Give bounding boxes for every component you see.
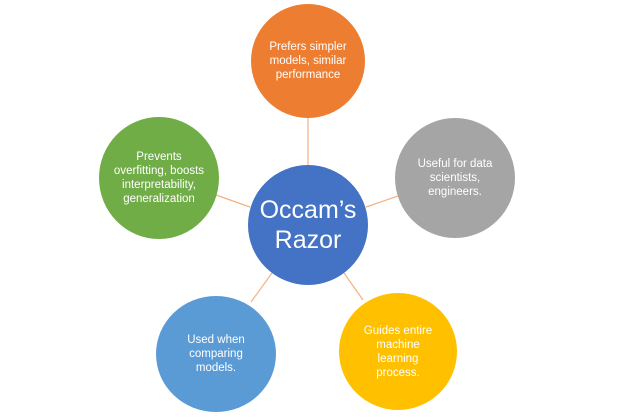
node-left: Prevents overfitting, boosts interpretab… — [99, 117, 219, 239]
node-left-label: Prevents overfitting, boosts interpretab… — [113, 151, 205, 205]
node-right: Useful for data scientists, engineers. — [395, 118, 515, 238]
center-label: Occam’s Razor — [260, 195, 357, 255]
connector-left — [215, 194, 251, 208]
node-top-label: Prefers simpler models, similar performa… — [269, 41, 347, 81]
node-right-label: Useful for data scientists, engineers. — [417, 158, 493, 198]
connector-bottom-right — [343, 272, 364, 301]
connector-right — [365, 195, 399, 208]
node-bottom-left: Used when comparing models. — [156, 296, 276, 412]
connector-bottom-left — [250, 272, 273, 303]
node-bottom-right-label: Guides entire machine learning process. — [363, 324, 433, 379]
node-center: Occam’s Razor — [248, 165, 368, 285]
center-label-line1: Occam’s — [259, 196, 357, 224]
node-bottom-left-label: Used when comparing models. — [187, 334, 245, 374]
center-label-line2: Razor — [274, 226, 342, 254]
node-bottom-right: Guides entire machine learning process. — [339, 293, 457, 410]
node-top: Prefers simpler models, similar performa… — [251, 4, 365, 118]
